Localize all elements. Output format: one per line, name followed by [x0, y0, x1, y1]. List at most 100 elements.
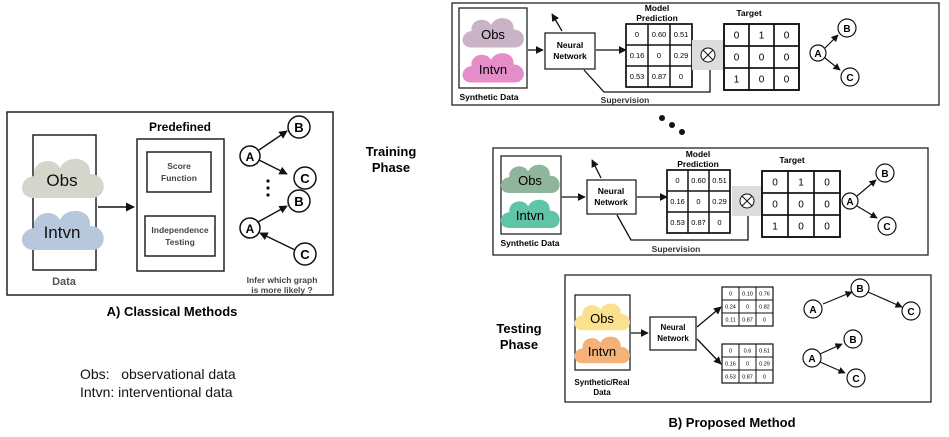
matrix-cell-value: 0.87 — [652, 72, 667, 81]
matrix-cell-value: 0.24 — [725, 304, 736, 310]
training-phase-line2: Phase — [372, 160, 410, 175]
matrix-cell-value: 0.60 — [652, 30, 667, 39]
obs-label-1: Obs — [481, 27, 505, 42]
matrix-cell-value: 0 — [675, 176, 679, 185]
node-a-test2 — [802, 348, 822, 368]
supervision-label-2: Supervision — [652, 244, 701, 254]
vertical-ellipsis — [266, 179, 270, 197]
node-b-1-label: B — [294, 120, 303, 135]
otimes-cross-2 — [741, 195, 753, 207]
matrix-cell-value: 0 — [784, 31, 790, 42]
training-panel-2: Obs Intvn Synthetic Data Neural Network … — [492, 147, 929, 256]
synthetic-real-line1: Synthetic/Real — [574, 378, 629, 387]
matrix-cell-value: 0.6 — [744, 348, 752, 354]
neural-network-2-line1: Neural — [598, 186, 624, 196]
node-b-test2-label: B — [849, 335, 856, 346]
matrix-cell-value: 0 — [824, 178, 830, 189]
intvn-label: Intvn — [44, 223, 81, 242]
data-label: Data — [52, 276, 77, 288]
edge-b-c-test1 — [867, 291, 903, 308]
matrix-cell-value: 0 — [824, 222, 830, 233]
edge-a-b-test2 — [819, 343, 843, 355]
supervision-line-2 — [616, 214, 749, 241]
intvn-label-2: Intvn — [516, 208, 544, 223]
independence-testing-line1: Independence — [151, 225, 208, 235]
edge-a-c-1 — [258, 159, 288, 175]
supervision-line-1 — [583, 69, 711, 93]
matrix-cell-value: 0.10 — [742, 291, 753, 297]
score-function-line2: Function — [161, 173, 197, 183]
matrix-cell-value: 0.53 — [670, 218, 685, 227]
training-ellipsis — [659, 115, 685, 135]
matrix-cell-value: 0.53 — [725, 374, 736, 380]
neural-network-box-1 — [544, 32, 596, 70]
node-b-t1-label: B — [843, 24, 850, 35]
matrix-cell — [813, 214, 841, 238]
matrix-cell-value: 0 — [759, 75, 765, 86]
edge-a-c-t2 — [856, 205, 878, 219]
caption-a: A) Classical Methods — [107, 304, 238, 319]
node-c-1 — [293, 166, 317, 190]
neural-network-box-test — [649, 316, 697, 351]
edge-a-c-t1 — [824, 57, 841, 71]
legend-obs: Obs: observational data — [80, 366, 236, 382]
intvn-label-test: Intvn — [588, 344, 616, 359]
model-prediction-2-line1: Model — [686, 149, 711, 159]
matrix-cell — [773, 67, 800, 91]
matrix-cell-value: 0.16 — [630, 51, 645, 60]
classical-methods-panel: Obs Intvn Data Predefined Score Function… — [6, 111, 334, 296]
edge-a-b-test1 — [822, 291, 853, 305]
synthetic-real-line2: Data — [593, 388, 611, 397]
otimes-cross-1 — [702, 49, 714, 61]
matrix-cell-value: 0.29 — [674, 51, 689, 60]
matrix-cell-value: 0 — [657, 51, 661, 60]
node-c-test2-label: C — [852, 374, 859, 385]
neural-network-test-line2: Network — [657, 334, 689, 343]
matrix-cell-value: 0.82 — [759, 304, 770, 310]
node-b-test1 — [850, 278, 870, 298]
node-c-1-label: C — [300, 171, 310, 186]
model-prediction-1-line1: Model — [645, 3, 670, 13]
matrix-cell-value: 0.76 — [759, 291, 770, 297]
neural-network-1-line1: Neural — [557, 40, 583, 50]
matrix-cell-value: 0 — [772, 200, 778, 211]
matrix-cell-value: 0.87 — [742, 374, 753, 380]
matrix-cell-value: 0.51 — [674, 30, 689, 39]
node-c-2 — [293, 242, 317, 266]
matrix-cell-value: 0 — [763, 374, 766, 380]
matrix-cell-value: 0 — [729, 348, 732, 354]
score-function-line1: Score — [167, 161, 191, 171]
node-a-t2 — [841, 192, 859, 210]
synthetic-data-label-2: Synthetic Data — [500, 238, 559, 248]
predefined-title: Predefined — [149, 120, 211, 134]
node-b-2 — [287, 189, 311, 213]
matrix-cell-value: 0.87 — [742, 317, 753, 323]
matrix-cell-value: 0 — [734, 53, 740, 64]
matrix-cell-value: 0 — [746, 304, 749, 310]
edge-a-b-t1 — [824, 34, 839, 49]
node-a-test2-label: A — [808, 354, 815, 365]
matrix-cell-value: 0 — [824, 200, 830, 211]
matrix-cell — [755, 369, 774, 384]
training-frame-1 — [451, 2, 940, 106]
node-c-test1 — [901, 301, 921, 321]
matrix-cell-value: 0 — [763, 317, 766, 323]
legend-intvn: Intvn: interventional data — [80, 384, 233, 400]
matrix-cell — [669, 65, 693, 88]
edge-a-c-test2 — [819, 361, 846, 374]
matrix-cell-value: 0 — [635, 30, 639, 39]
matrix-cell-value: 0 — [746, 361, 749, 367]
node-b-t2-label: B — [881, 169, 888, 180]
neural-network-1-line2: Network — [553, 51, 587, 61]
node-c-test2 — [846, 368, 866, 388]
matrix-cell — [708, 211, 731, 234]
node-b-2-label: B — [294, 194, 303, 209]
matrix-cell-value: 1 — [734, 75, 740, 86]
arrow-nn-up-2 — [591, 159, 602, 179]
matrix-cell-value: 0 — [734, 31, 740, 42]
training-panel-1: Obs Intvn Synthetic Data Neural Network … — [451, 2, 940, 106]
